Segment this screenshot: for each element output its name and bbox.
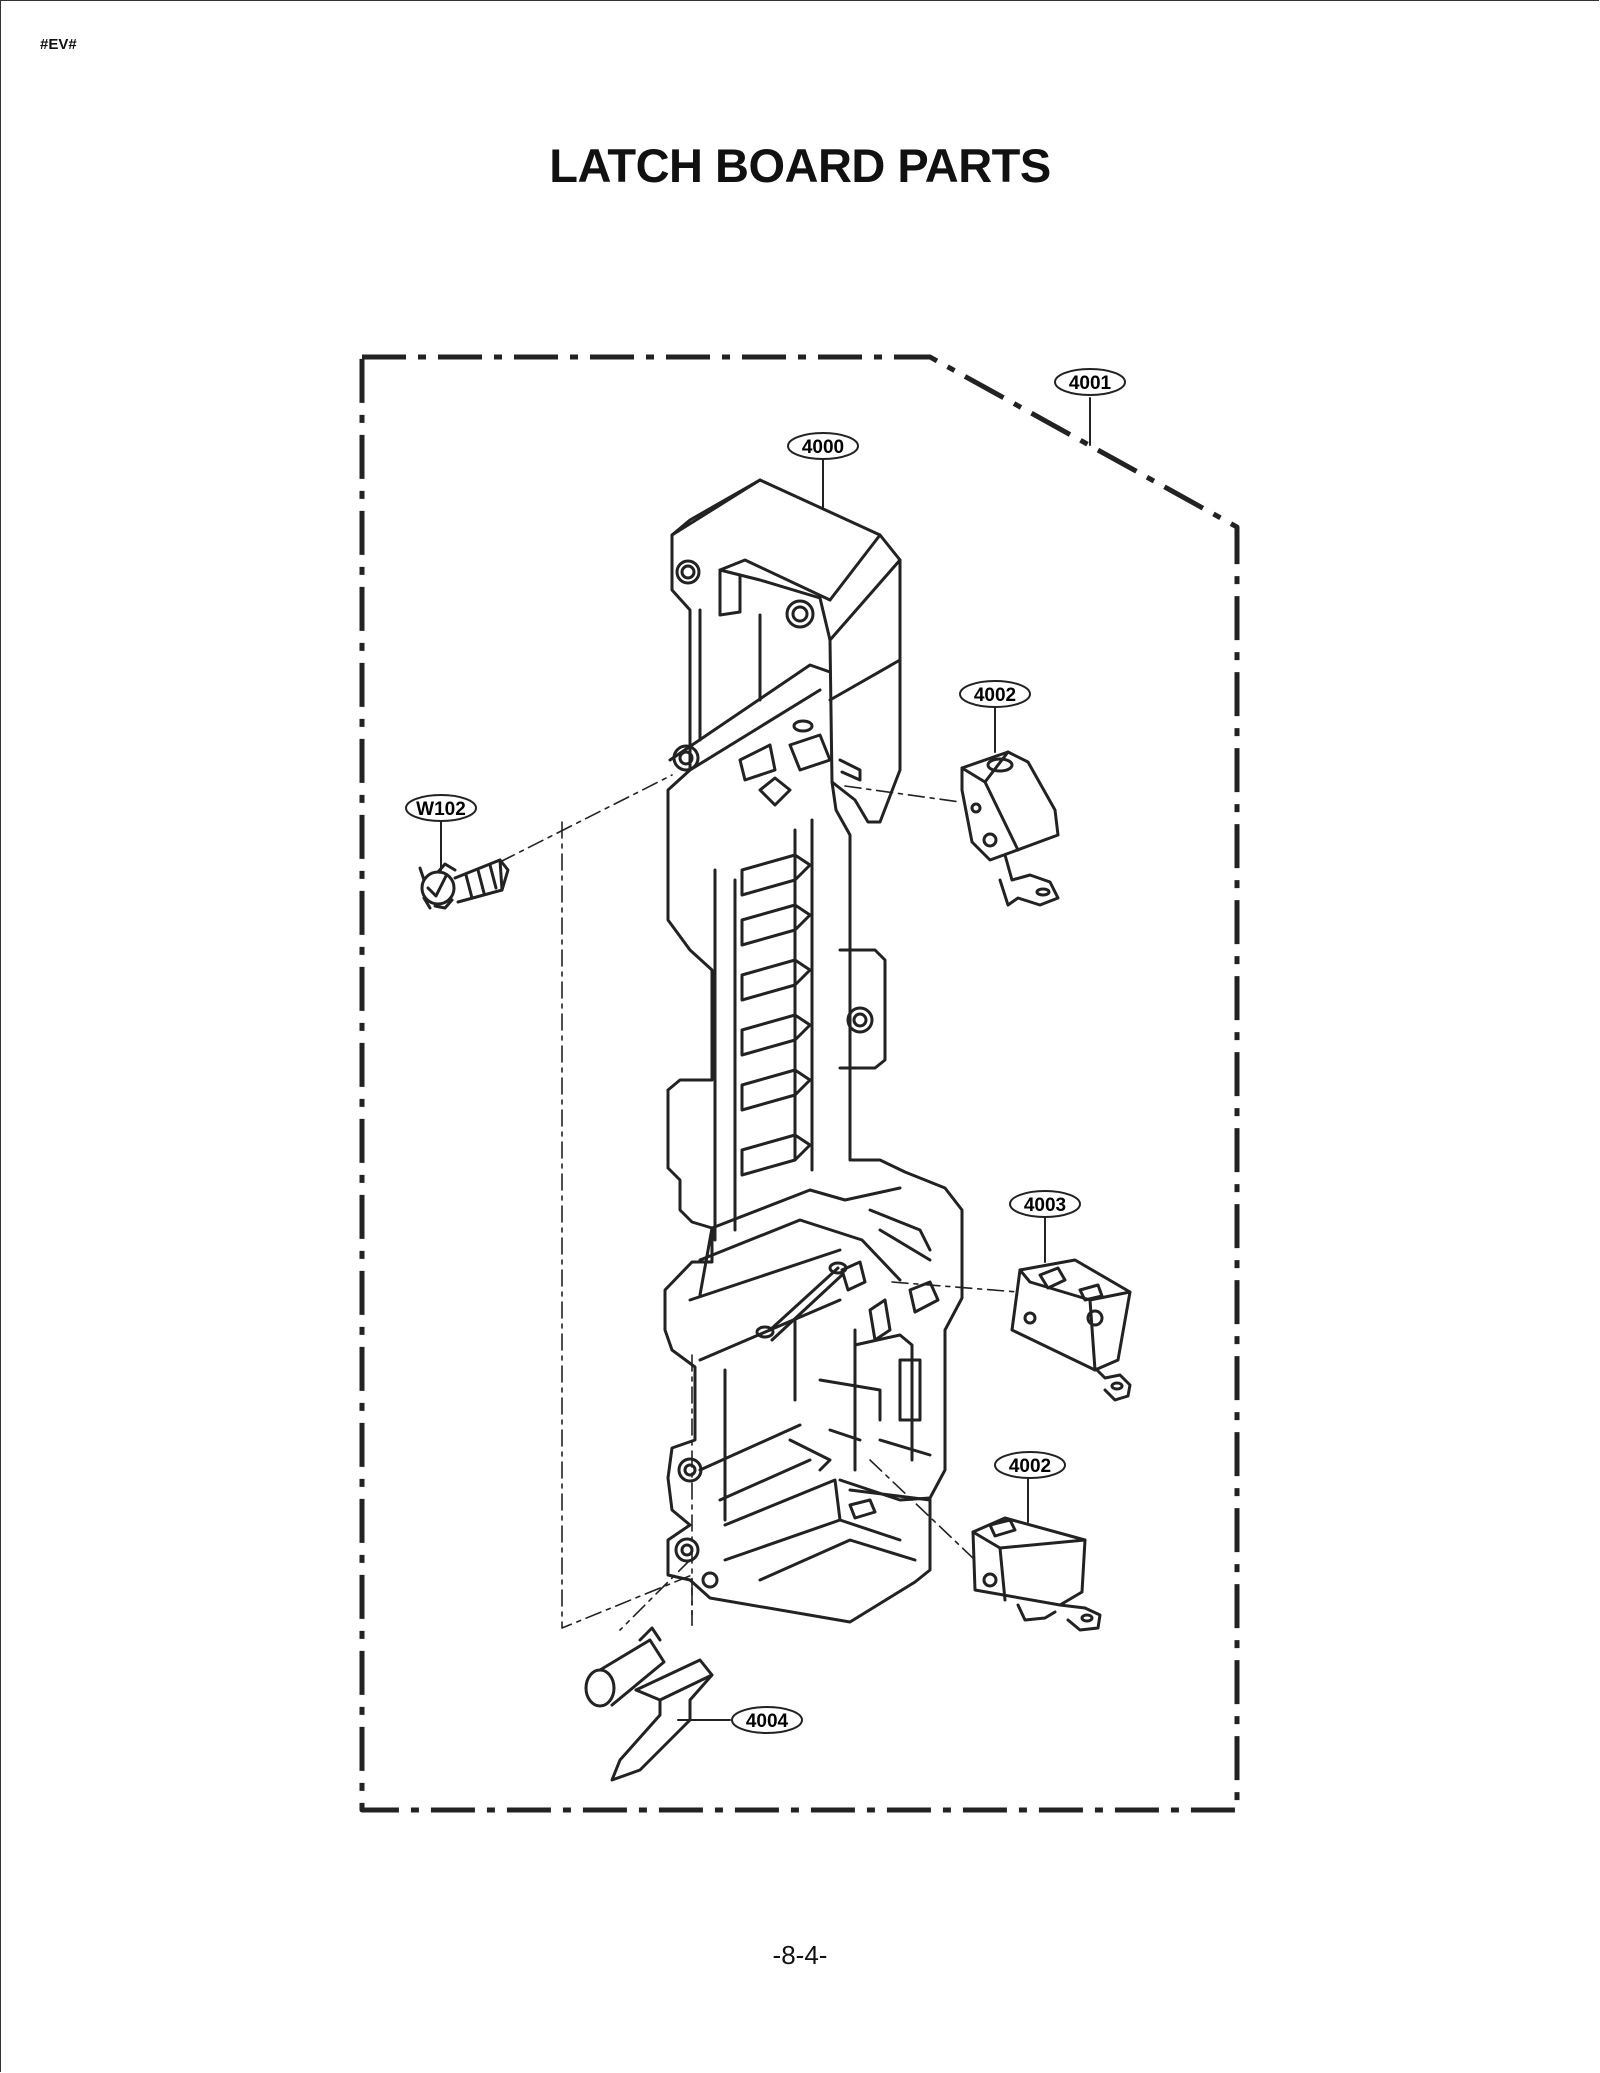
callout-4002-top-label: 4002 xyxy=(974,685,1016,706)
callout-w102: W102 xyxy=(405,794,477,822)
assembly-boundary xyxy=(359,354,1240,1813)
callout-4002-top: 4002 xyxy=(959,680,1031,708)
microswitch-middle xyxy=(1010,1258,1132,1402)
callout-4001-label: 4001 xyxy=(1069,373,1112,394)
latch-lever xyxy=(584,1626,714,1782)
microswitch-bottom xyxy=(971,1516,1102,1632)
callout-4000-label: 4000 xyxy=(802,437,844,458)
page-title: LATCH BOARD PARTS xyxy=(549,139,1051,192)
callout-4000: 4000 xyxy=(787,432,859,460)
latch-board-body xyxy=(663,478,964,1624)
page-number: -8-4- xyxy=(772,1940,828,1970)
callout-4004-label: 4004 xyxy=(746,1711,789,1732)
leader-lines xyxy=(440,397,1091,1721)
screw-w102 xyxy=(418,858,510,910)
callout-4003-label: 4003 xyxy=(1024,1195,1066,1216)
callout-4001: 4001 xyxy=(1054,368,1126,396)
callout-4002-bottom: 4002 xyxy=(994,1451,1066,1479)
assembly-lines xyxy=(499,774,1019,1631)
document-code: #EV# xyxy=(40,36,77,53)
microswitch-top xyxy=(960,750,1060,907)
callout-4003: 4003 xyxy=(1009,1190,1081,1218)
callout-4004: 4004 xyxy=(731,1706,803,1734)
callout-w102-label: W102 xyxy=(416,799,466,820)
callout-4002-bottom-label: 4002 xyxy=(1009,1456,1051,1477)
